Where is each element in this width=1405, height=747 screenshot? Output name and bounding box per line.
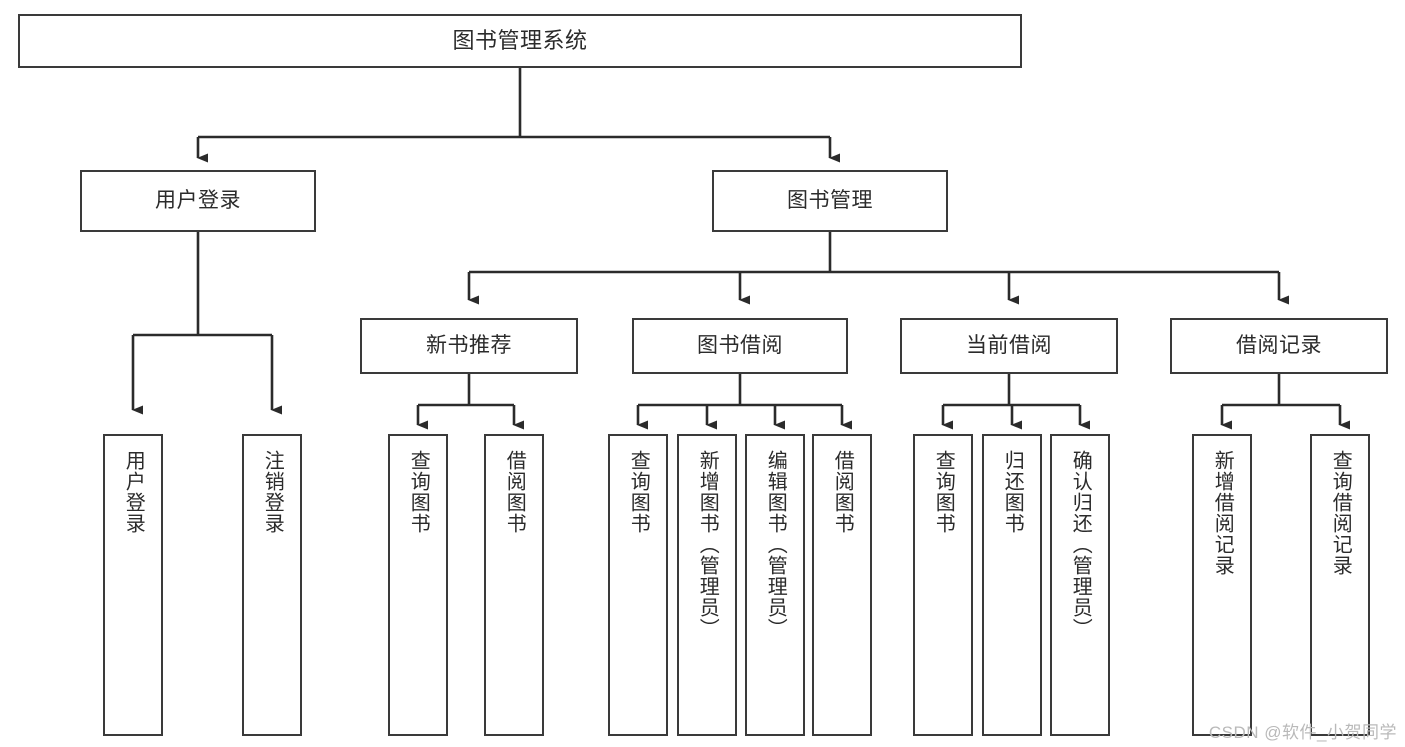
node-label: 图书借阅 [697, 333, 783, 357]
leaf-borrow-add-book-admin[interactable]: 新增图书（管理员） [677, 434, 737, 736]
leaf-borrow-borrow-book[interactable]: 借阅图书 [812, 434, 872, 736]
node-label: 查询图书 [407, 450, 430, 534]
node-label: 新增图书（管理员） [696, 450, 719, 639]
node-label: 用户登录 [155, 188, 241, 212]
node-label: 借阅图书 [831, 450, 854, 534]
leaf-current-query-book[interactable]: 查询图书 [913, 434, 973, 736]
leaf-user-login-signout[interactable]: 注销登录 [242, 434, 302, 736]
node-label: 查询图书 [932, 450, 955, 534]
node-borrow-record[interactable]: 借阅记录 [1170, 318, 1388, 374]
node-root-system[interactable]: 图书管理系统 [18, 14, 1022, 68]
leaf-recommend-borrow-book[interactable]: 借阅图书 [484, 434, 544, 736]
node-label: 图书管理系统 [452, 28, 588, 54]
node-label: 新增借阅记录 [1211, 450, 1234, 576]
node-label: 新书推荐 [426, 333, 512, 357]
node-book-management[interactable]: 图书管理 [712, 170, 948, 232]
node-label: 借阅图书 [503, 450, 526, 534]
leaf-borrow-edit-book-admin[interactable]: 编辑图书（管理员） [745, 434, 805, 736]
node-user-login[interactable]: 用户登录 [80, 170, 316, 232]
node-label: 归还图书 [1001, 450, 1024, 534]
node-label: 借阅记录 [1236, 333, 1322, 357]
node-label: 用户登录 [122, 450, 145, 534]
leaf-current-return-book[interactable]: 归还图书 [982, 434, 1042, 736]
leaf-record-add-record[interactable]: 新增借阅记录 [1192, 434, 1252, 736]
leaf-user-login-signin[interactable]: 用户登录 [103, 434, 163, 736]
node-label: 查询借阅记录 [1329, 450, 1352, 576]
leaf-recommend-query-book[interactable]: 查询图书 [388, 434, 448, 736]
csdn-watermark: CSDN @软件_小贺同学 [1208, 723, 1397, 742]
node-current-borrow[interactable]: 当前借阅 [900, 318, 1118, 374]
leaf-borrow-query-book[interactable]: 查询图书 [608, 434, 668, 736]
leaf-current-confirm-return-admin[interactable]: 确认归还（管理员） [1050, 434, 1110, 736]
node-new-book-recommend[interactable]: 新书推荐 [360, 318, 578, 374]
node-label: 图书管理 [787, 188, 873, 212]
node-label: 确认归还（管理员） [1069, 450, 1092, 639]
node-label: 查询图书 [627, 450, 650, 534]
node-label: 当前借阅 [966, 333, 1052, 357]
node-label: 注销登录 [261, 450, 284, 534]
node-book-borrow[interactable]: 图书借阅 [632, 318, 848, 374]
node-label: 编辑图书（管理员） [764, 450, 787, 639]
leaf-record-query-record[interactable]: 查询借阅记录 [1310, 434, 1370, 736]
